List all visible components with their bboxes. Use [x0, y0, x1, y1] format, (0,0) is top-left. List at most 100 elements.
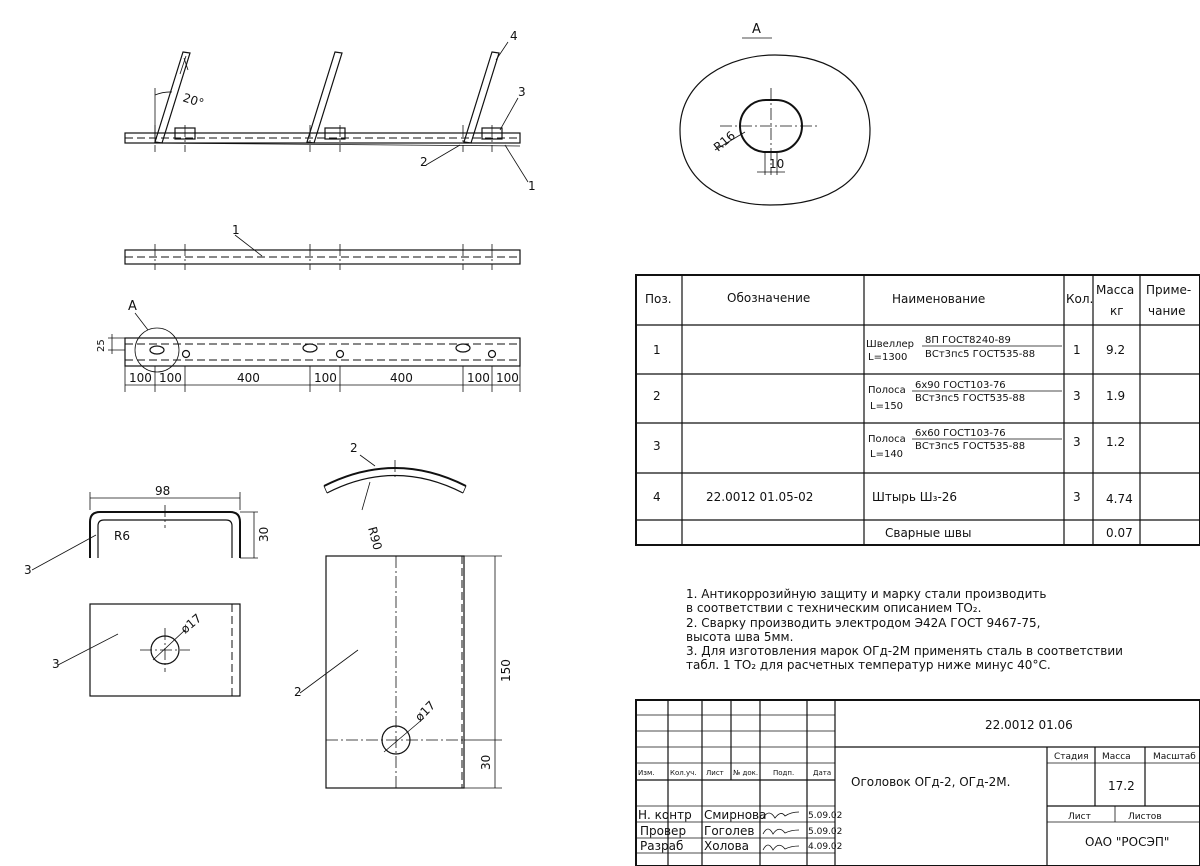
row2-prefix: Полоса	[868, 385, 906, 396]
part3-width: 98	[155, 484, 170, 498]
signature-1	[762, 811, 800, 819]
row1-mass: 9.2	[1106, 343, 1125, 357]
note-line-6: табл. 1 ТО₂ для расчетных температур ниж…	[686, 658, 1051, 672]
col-list: Лист	[706, 769, 724, 777]
hdr-note2: чание	[1148, 304, 1185, 318]
org-name: ОАО "РОСЭП"	[1085, 835, 1169, 849]
view-a: A 10 R16	[679, 22, 871, 206]
part3-radius: R6	[114, 529, 130, 543]
bar-callout: 1	[232, 223, 240, 237]
role-razrab: Разраб	[640, 839, 683, 853]
sheets-label: Листов	[1128, 812, 1162, 822]
callout-3: 3	[518, 85, 526, 99]
plan-view: A 25 100 100 400 100 400 100 100	[96, 299, 521, 392]
row3-top: 6x60 ГОСТ103-76	[915, 428, 1006, 439]
hdr-qty: Кол.	[1066, 292, 1093, 306]
role-nkontr: Н. контр	[638, 808, 692, 822]
row3-length: L=140	[870, 449, 903, 460]
doc-title: Оголовок ОГд-2, ОГд-2М.	[851, 775, 1010, 789]
callout-2: 2	[420, 155, 428, 169]
row2-mass: 1.9	[1106, 389, 1125, 403]
welds-mass: 0.07	[1106, 526, 1133, 540]
dim-2: 100	[159, 371, 182, 385]
stud-3	[463, 51, 503, 144]
name-prover: Гоголев	[704, 824, 754, 838]
row2-bottom: ВСт3пс5 ГОСТ535-88	[915, 393, 1025, 404]
plate3-callout: 3	[52, 657, 60, 671]
part3-view: 98 30 R6 3	[24, 484, 271, 577]
signature-3	[762, 844, 800, 851]
view-a-marker	[134, 327, 180, 373]
row1-top: 8П ГОСТ8240-89	[925, 335, 1011, 346]
hdr-pos: Поз.	[645, 292, 672, 306]
name-razrab: Холова	[704, 839, 749, 853]
row4-name: Штырь Ш₃-26	[872, 490, 957, 504]
callout-4: 4	[510, 29, 518, 43]
note-line-2: в соответствии с техническим описанием Т…	[686, 601, 981, 615]
hdr-note: Приме-	[1146, 283, 1191, 297]
row3-qty: 3	[1073, 435, 1081, 449]
plate2-hole: ø17	[412, 698, 438, 724]
notes: 1. Антикоррозийную защиту и марку стали …	[686, 587, 1123, 672]
hdr-mass-unit: кг	[1110, 304, 1124, 318]
note-line-5: 3. Для изготовления марок ОГд-2М применя…	[686, 644, 1123, 658]
row2-pos: 2	[653, 389, 661, 403]
date-razrab: 4.09.02	[808, 842, 842, 852]
col-koluch: Кол.уч.	[670, 769, 696, 777]
hdr-designation: Обозначение	[727, 291, 810, 305]
plate3-view: ø17 3	[52, 603, 241, 697]
mass-label: Масса	[1102, 752, 1131, 762]
bar-view: 1	[124, 223, 521, 270]
spec-table: Поз. Обозначение Наименование Кол. Масса…	[635, 274, 1200, 546]
name-nkontr: Смирнова	[704, 808, 766, 822]
signature-2	[762, 828, 800, 835]
row1-pos: 1	[653, 343, 661, 357]
stud-1	[154, 51, 196, 144]
row4-pos: 4	[653, 490, 661, 504]
view-a-ref: A	[128, 299, 137, 314]
row1-qty: 1	[1073, 343, 1081, 357]
callout-1: 1	[528, 179, 536, 193]
role-prover: Провер	[640, 824, 686, 838]
row3-mass: 1.2	[1106, 435, 1125, 449]
view-a-radius: R16	[711, 128, 738, 154]
plate2-offset: 30	[479, 755, 493, 770]
row1-bottom: ВСт3пс5 ГОСТ535-88	[925, 349, 1035, 360]
plate2-view: ø17 2 150 30	[294, 555, 513, 789]
part3-height: 30	[257, 527, 271, 542]
mass-value: 17.2	[1108, 779, 1135, 793]
scale-label: Масштаб	[1153, 752, 1196, 762]
plate2-height: 150	[499, 659, 513, 682]
dim-7: 100	[496, 371, 519, 385]
col-data: Дата	[813, 769, 831, 777]
part3-callout: 3	[24, 563, 32, 577]
note-line-4: высота шва 5мм.	[686, 630, 793, 644]
welds-name: Сварные швы	[885, 526, 971, 540]
note-line-1: 1. Антикоррозийную защиту и марку стали …	[686, 587, 1046, 601]
plate2-callout: 2	[294, 685, 302, 699]
part2-arc-callout: 2	[350, 441, 358, 455]
sheet-label: Лист	[1068, 812, 1091, 822]
title-block: Изм. Кол.уч. Лист № док. Подп. Дата Н. к…	[635, 699, 1200, 866]
part2-arc-view: 2 R90	[323, 441, 467, 552]
date-nkontr: 5.09.02	[808, 811, 842, 821]
col-izm: Изм.	[638, 769, 654, 777]
row2-length: L=150	[870, 401, 903, 412]
row3-pos: 3	[653, 439, 661, 453]
dim-5: 400	[390, 371, 413, 385]
part2-arc-radius: R90	[365, 525, 385, 551]
dim-6: 100	[467, 371, 490, 385]
col-doc: № док.	[733, 769, 758, 777]
row1-prefix: Швеллер	[866, 339, 914, 350]
dim-4: 100	[314, 371, 337, 385]
hdr-mass: Масса	[1096, 283, 1134, 297]
note-line-3: 2. Сварку производить электродом Э42А ГО…	[686, 616, 1040, 630]
row4-designation: 22.0012 01.05-02	[706, 490, 813, 504]
row4-mass: 4.74	[1106, 492, 1133, 506]
dim-3: 400	[237, 371, 260, 385]
row3-prefix: Полоса	[868, 434, 906, 445]
dim-1: 100	[129, 371, 152, 385]
stage-label: Стадия	[1054, 752, 1089, 762]
col-podp: Подп.	[773, 769, 794, 777]
